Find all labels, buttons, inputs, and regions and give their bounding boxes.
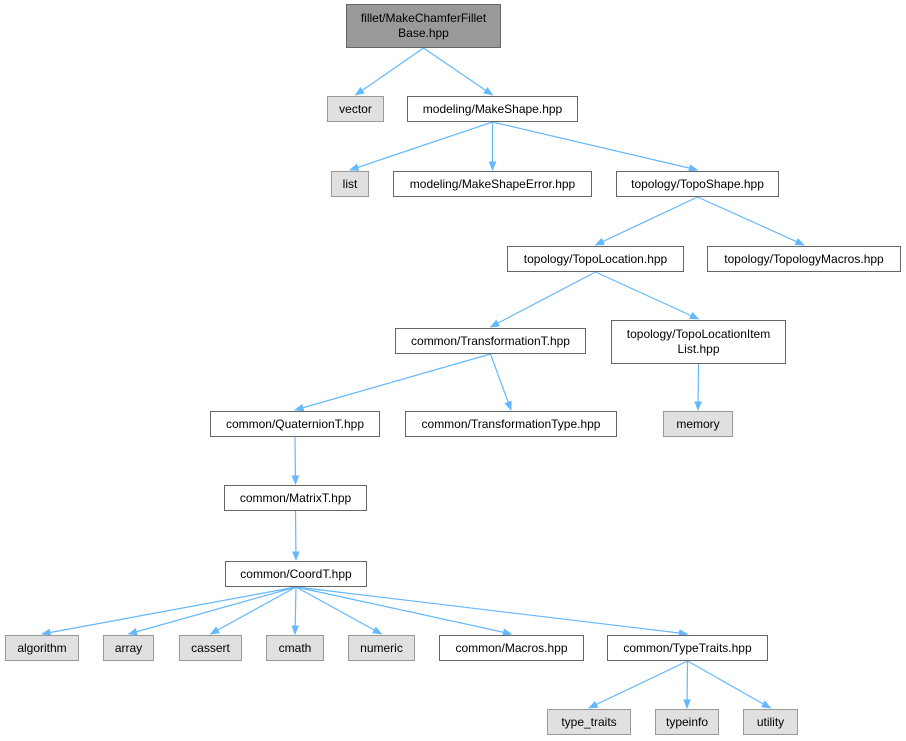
edge-topolocation-to-topolocationitemlist [595,271,700,320]
edge-root-to-makeshape [423,47,494,96]
edge-quaternion-to-matrix [291,436,300,485]
node-label: type_traits [561,714,617,729]
node-makeshapeerror[interactable]: modeling/MakeShapeError.hpp [393,171,592,197]
node-label: numeric [360,640,403,655]
edge-typetraits-to-type_traits [588,660,688,709]
node-algorithm: algorithm [5,635,79,661]
node-array: array [103,635,154,661]
edge-topolocation-to-transformation [489,271,596,328]
node-label: modeling/MakeShape.hpp [422,101,563,116]
node-label: topology/TopoShape.hpp [631,176,764,191]
node-utility: utility [743,709,798,735]
node-memory: memory [663,411,733,437]
node-transformationtype[interactable]: common/TransformationType.hpp [405,411,617,437]
edge-coord-to-algorithm [41,586,297,637]
edge-coord-to-numeric [295,586,383,635]
node-label: utility [756,714,785,729]
edge-toposhape-to-topologymacros [697,196,805,246]
node-label: common/QuaternionT.hpp [225,416,365,431]
node-label: list [342,176,358,191]
node-topolocationitemlist[interactable]: topology/TopoLocationItem List.hpp [611,320,786,364]
node-label: modeling/MakeShapeError.hpp [409,176,576,191]
edge-coord-to-array [127,586,297,636]
node-macros[interactable]: common/Macros.hpp [439,635,584,661]
node-list: list [331,171,369,197]
node-matrix[interactable]: common/MatrixT.hpp [224,485,367,511]
edge-toposhape-to-topolocation [594,196,698,246]
node-label: common/MatrixT.hpp [239,490,352,505]
node-label: vector [339,101,372,116]
node-label: cmath [278,640,312,655]
node-label: memory [676,416,720,431]
edge-transformation-to-transformationtype [489,353,512,411]
node-transformation[interactable]: common/TransformationT.hpp [395,328,586,354]
node-typetraits[interactable]: common/TypeTraits.hpp [607,635,768,661]
node-label: algorithm [17,640,67,655]
edge-root-to-vector [354,47,424,96]
node-makeshape[interactable]: modeling/MakeShape.hpp [407,96,578,122]
edge-transformation-to-quaternion [294,353,491,412]
node-label: topology/TopoLocation.hpp [523,251,668,266]
node-topolocation[interactable]: topology/TopoLocation.hpp [507,246,684,272]
node-label: typeinfo [665,714,709,729]
node-type-traits: type_traits [547,709,631,735]
node-cmath: cmath [266,635,324,661]
edge-makeshape-to-toposhape [492,121,699,172]
node-quaternion[interactable]: common/QuaternionT.hpp [210,411,380,437]
edge-typetraits-to-utility [687,660,772,709]
edge-typetraits-to-typeinfo [683,660,691,709]
edge-coord-to-cassert [209,586,297,635]
edge-topolocationitemlist-to-memory [694,363,702,411]
node-cassert: cassert [179,635,242,661]
edge-coord-to-typetraits [295,586,689,637]
node-label: array [114,640,143,655]
node-typeinfo: typeinfo [655,709,719,735]
node-vector: vector [327,96,384,122]
edge-makeshape-to-list [349,121,493,171]
node-label: topology/TopologyMacros.hpp [724,251,884,266]
node-label: cassert [191,640,230,655]
node-label: common/Macros.hpp [455,640,568,655]
node-label: common/TransformationT.hpp [411,333,570,348]
edge-coord-to-macros [295,586,513,636]
node-label: common/TransformationType.hpp [421,416,601,431]
node-toposhape[interactable]: topology/TopoShape.hpp [616,171,779,197]
node-label: common/TypeTraits.hpp [623,640,752,655]
node-label: common/CoordT.hpp [240,566,352,581]
edge-coord-to-cmath [291,586,300,635]
node-coord[interactable]: common/CoordT.hpp [225,561,367,587]
node-label: topology/TopoLocationItem List.hpp [626,327,771,356]
edge-matrix-to-coord [292,510,300,561]
node-numeric: numeric [348,635,415,661]
node-root[interactable]: fillet/MakeChamferFillet Base.hpp [346,4,501,48]
node-topologymacros[interactable]: topology/TopologyMacros.hpp [707,246,901,272]
node-label: fillet/MakeChamferFillet Base.hpp [360,11,487,40]
